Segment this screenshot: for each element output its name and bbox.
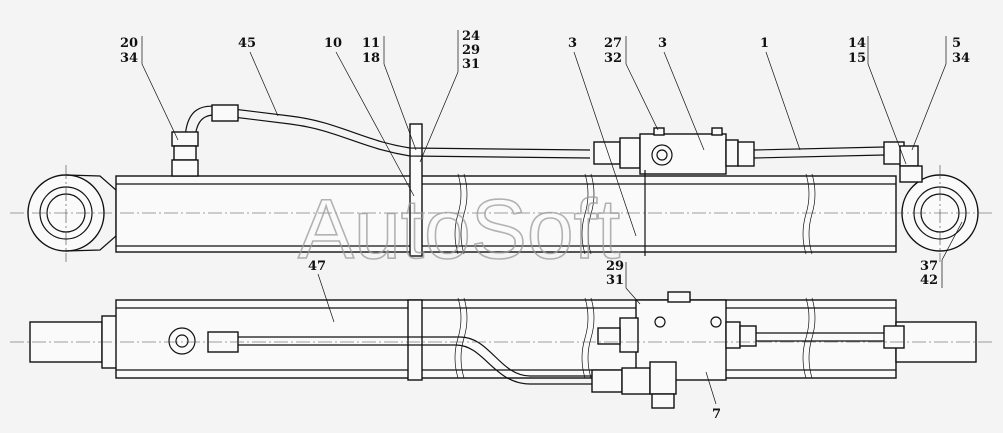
callout-label: 31: [462, 57, 480, 72]
callout-label: 37: [920, 259, 938, 274]
callout-label: 1: [760, 36, 769, 51]
callout-label: 45: [238, 36, 256, 51]
callout-label: 14: [848, 36, 866, 51]
callout-27-32: 27 32: [604, 36, 659, 131]
top-view: [10, 104, 995, 262]
callout-label: 31: [606, 273, 624, 288]
callout-label: 20: [120, 36, 138, 51]
callout-label: 7: [712, 407, 721, 422]
bottom-view: [10, 291, 995, 409]
callout-label: 11: [362, 36, 380, 51]
callout-label: 10: [324, 36, 342, 51]
cylinder-barrel-bottom: [115, 299, 897, 379]
callout-label: 47: [308, 259, 326, 274]
callout-label: 15: [848, 51, 866, 66]
fitting-nut: [171, 131, 199, 147]
valve-block: [639, 133, 727, 175]
callout-3-right: 3: [658, 36, 705, 151]
callout-label: 32: [604, 51, 622, 66]
callout-label: 5: [952, 36, 961, 51]
callout-label: 24: [462, 29, 480, 44]
callout-24-29-31: 24 29 31: [419, 29, 480, 163]
callout-label: 27: [604, 36, 622, 51]
hydraulic-tube: [184, 105, 591, 151]
callout-label: 3: [658, 36, 667, 51]
callout-label: 29: [606, 259, 624, 274]
callout-1: 1: [760, 36, 801, 151]
callout-11-18: 11 18: [362, 36, 417, 151]
callout-37-42: 37 42: [920, 221, 963, 288]
callout-3-left: 3: [568, 36, 637, 237]
cylinder-barrel: [115, 175, 897, 253]
watermark: AutoSoft: [298, 182, 620, 276]
callout-20-34: 20 34: [120, 36, 179, 141]
callout-45: 45: [238, 36, 279, 117]
callout-label: 18: [362, 51, 380, 66]
callout-5-34: 5 34: [911, 36, 970, 151]
callout-47: 47: [308, 259, 335, 323]
callout-10: 10: [324, 36, 415, 197]
callout-label: 34: [120, 51, 138, 66]
callout-7: 7: [705, 371, 721, 422]
callout-29-31: 29 31: [606, 259, 641, 305]
callout-label: 3: [568, 36, 577, 51]
callout-label: 34: [952, 51, 970, 66]
callout-label: 42: [920, 273, 938, 288]
callout-14-15: 14 15: [848, 36, 907, 165]
break-mark: [454, 173, 462, 255]
callout-label: 29: [462, 43, 480, 58]
clamp-bracket: [409, 123, 423, 257]
